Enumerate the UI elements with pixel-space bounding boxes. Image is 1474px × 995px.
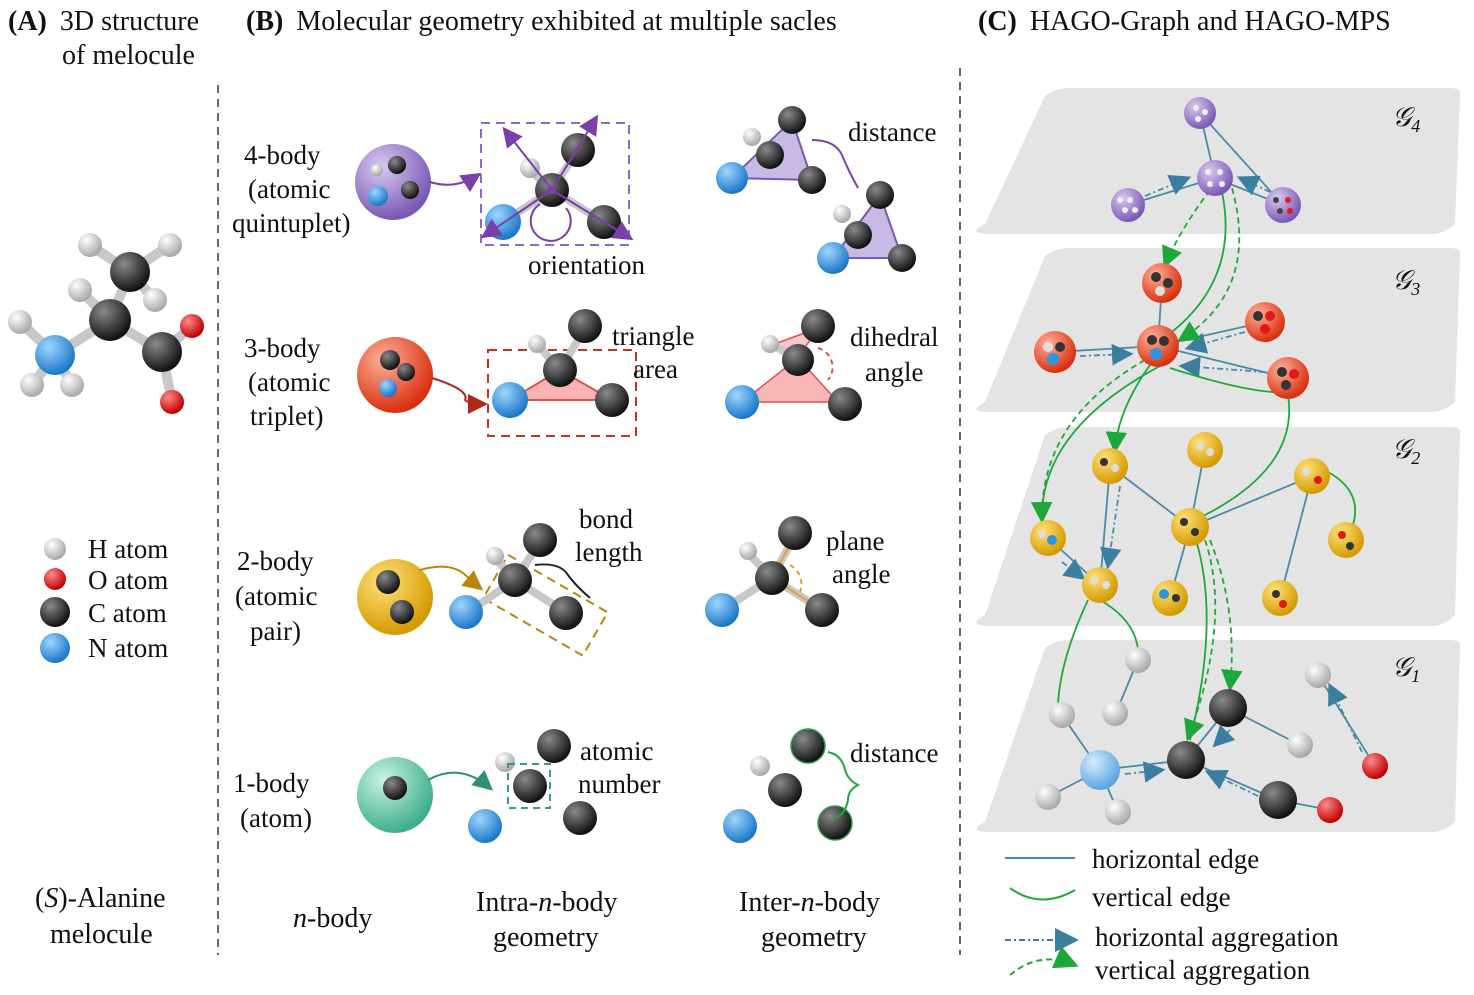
h-atom xyxy=(78,233,102,257)
row-2body: bond length plane angle xyxy=(357,504,890,658)
h-atom xyxy=(143,288,167,312)
col-footer-inter: Inter-n-body xyxy=(739,887,880,918)
c-atom xyxy=(142,332,182,372)
panel-a-footer-line2: melocule xyxy=(50,919,153,950)
row-labels: 4-body (atomic quintuplet) 3-body (atomi… xyxy=(232,140,350,833)
legend-vertical-edge: vertical edge xyxy=(1092,882,1231,912)
g1-nodes xyxy=(1035,647,1388,825)
panel-c-title: (C) HAGO-Graph and HAGO-MPS xyxy=(978,6,1391,37)
c-atom xyxy=(89,299,131,341)
row-3body-line1: 3-body xyxy=(244,333,321,363)
legend-o-atom: O atom xyxy=(88,565,168,595)
o-atom xyxy=(180,314,204,338)
triangle-box xyxy=(487,349,637,437)
g4-nodes xyxy=(1111,97,1301,223)
legend-horizontal-edge: horizontal edge xyxy=(1092,844,1259,874)
n-atom-icon xyxy=(40,633,70,663)
label-number: number xyxy=(578,769,660,799)
row-1body-line1: 1-body xyxy=(233,768,310,798)
label-bond: bond xyxy=(579,504,634,534)
label-atomic: atomic xyxy=(580,736,653,766)
h-atom xyxy=(8,310,32,334)
panel-a-title-line1: 3D structure xyxy=(60,6,199,37)
label-orientation: orientation xyxy=(528,250,645,280)
panel-a-title: (A) 3D structure xyxy=(8,6,199,37)
row-1body: atomic number distance xyxy=(357,728,938,843)
c-atom xyxy=(110,252,150,292)
o-atom-icon xyxy=(44,568,66,590)
panel-a-title-line2: of melocule xyxy=(62,40,195,71)
row-4body-line2: (atomic xyxy=(248,174,330,204)
h-atom xyxy=(68,278,92,302)
legend-horizontal-aggregation: horizontal aggregation xyxy=(1095,922,1339,952)
label-distance-1body: distance xyxy=(850,738,938,768)
label-plane: plane xyxy=(826,526,884,556)
atomic-number-box xyxy=(507,763,551,809)
row-3body: triangle area dihedral angle xyxy=(357,309,938,437)
c-atom-icon xyxy=(40,597,70,627)
col-footer-intra-geometry: geometry xyxy=(493,922,599,953)
label-angle-3body: angle xyxy=(865,357,923,387)
legend-c-atom: C atom xyxy=(88,598,167,628)
panel-a: (A) 3D structure of melocule xyxy=(8,6,204,950)
h-atom xyxy=(60,373,84,397)
h-atom xyxy=(158,233,182,257)
graph-legend: horizontal edge vertical edge horizontal… xyxy=(1005,844,1339,985)
col-footer-intra: Intra-n-body xyxy=(476,887,618,918)
label-triangle: triangle xyxy=(612,321,694,351)
row-2body-line1: 2-body xyxy=(237,546,314,576)
panel-c: (C) HAGO-Graph and HAGO-MPS 𝒢4 𝒢3 𝒢2 𝒢1 xyxy=(976,6,1461,985)
label-area: area xyxy=(633,354,678,384)
col-footer-inter-geometry: geometry xyxy=(761,922,867,953)
legend-n-atom: N atom xyxy=(88,633,168,663)
g3-nodes xyxy=(1034,263,1309,399)
pair-node xyxy=(357,559,433,635)
row-4body-line3: quintuplet) xyxy=(232,208,350,238)
row-4body-line1: 4-body xyxy=(244,140,321,170)
panel-b-tag: (B) xyxy=(246,6,283,37)
n-atom xyxy=(35,335,75,375)
label-distance-4body: distance xyxy=(848,117,936,147)
label-angle-2body: angle xyxy=(832,559,890,589)
panel-a-footer-line1: (S)-Alanine xyxy=(35,883,166,914)
label-dihedral: dihedral xyxy=(850,322,938,352)
row-2body-line3: pair) xyxy=(250,616,301,646)
vertical-edge-icon xyxy=(1009,887,1076,901)
quintuplet-node xyxy=(355,144,431,220)
panel-c-tag: (C) xyxy=(978,6,1017,37)
panel-a-tag: (A) xyxy=(8,6,47,37)
o-atom xyxy=(160,390,184,414)
row-4body: orientation distance xyxy=(355,106,936,280)
triplet-node xyxy=(357,337,433,413)
row-3body-line2: (atomic xyxy=(248,367,330,397)
g2-nodes xyxy=(1030,432,1364,616)
atom-legend: H atom O atom C atom N atom xyxy=(40,534,168,663)
bond-length-box xyxy=(481,553,610,658)
legend-vertical-aggregation: vertical aggregation xyxy=(1095,955,1311,985)
h-atom xyxy=(20,373,44,397)
row-3body-line3: triplet) xyxy=(250,401,323,431)
h-atom-icon xyxy=(44,538,66,560)
row-2body-line2: (atomic xyxy=(235,581,317,611)
col-footer-nbody: n-body xyxy=(293,903,372,934)
label-length: length xyxy=(575,537,643,567)
row-1body-line2: (atom) xyxy=(240,803,312,833)
legend-h-atom: H atom xyxy=(88,534,168,564)
vertical-aggregation-icon xyxy=(1009,946,1079,976)
panel-b: (B) Molecular geometry exhibited at mult… xyxy=(232,6,938,953)
plane-g3 xyxy=(976,248,1461,412)
panel-b-title: (B) Molecular geometry exhibited at mult… xyxy=(246,6,837,37)
